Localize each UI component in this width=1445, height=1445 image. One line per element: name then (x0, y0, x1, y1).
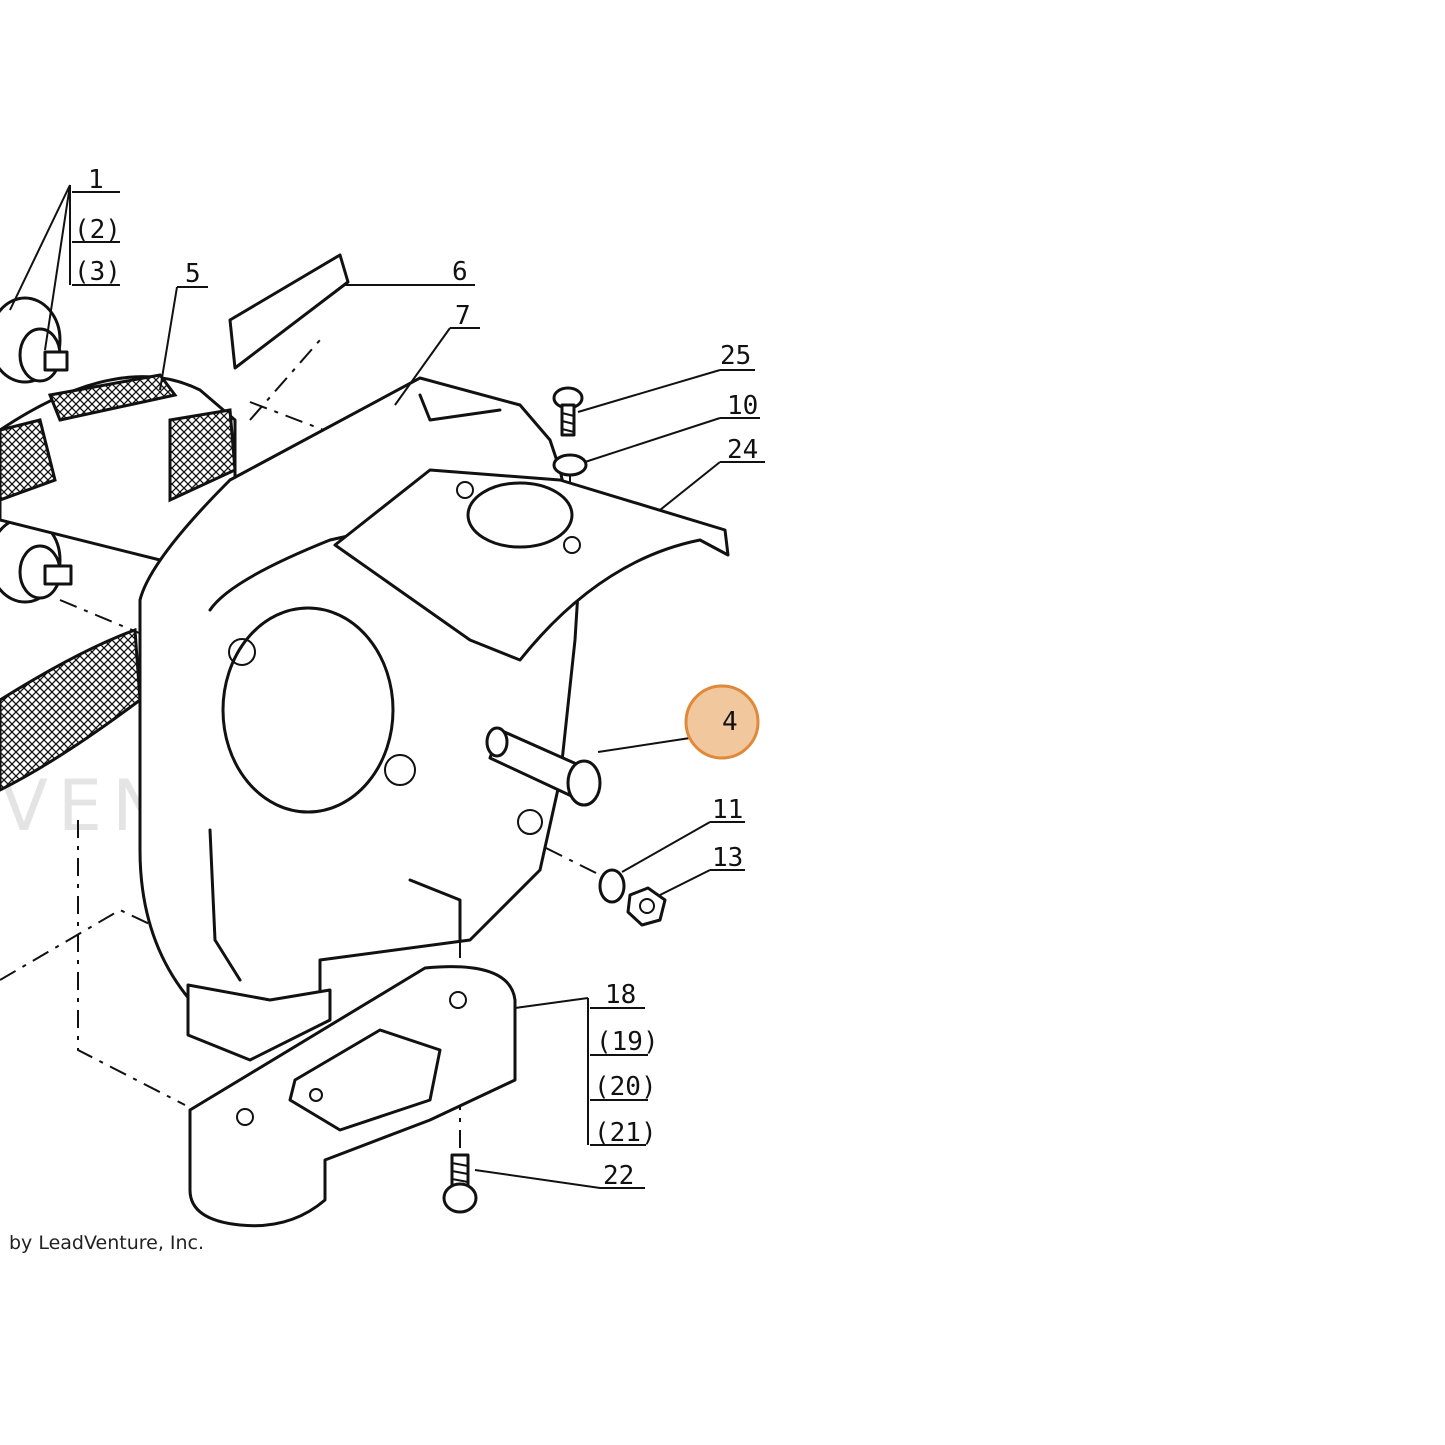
callout-25: 25 (720, 341, 751, 371)
callout-6: 6 (452, 257, 468, 287)
callout-5: 5 (185, 259, 201, 289)
callout-18: 18 (605, 980, 636, 1010)
callout-24: 24 (727, 435, 758, 465)
callout-2: (2) (74, 215, 121, 245)
screw-top (552, 386, 584, 437)
washer-11 (598, 868, 626, 904)
callout-19: (19) (596, 1027, 659, 1057)
nut-13 (626, 886, 667, 927)
rubber-mount-lower (0, 516, 73, 604)
label-plate (228, 253, 350, 370)
base-bracket (188, 965, 517, 1228)
top-cover (333, 468, 730, 662)
callout-11: 11 (712, 795, 743, 825)
callout-10: 10 (727, 391, 758, 421)
callout-20: (20) (594, 1072, 657, 1102)
callout-1: 1 (88, 165, 104, 195)
callout-22: 22 (603, 1161, 634, 1191)
callout-3: (3) (74, 257, 121, 287)
spacer-collar (485, 726, 602, 807)
washer-10 (552, 453, 588, 477)
leader-lines (9, 184, 765, 1189)
callout-4: 4 (722, 707, 738, 737)
callout-7: 7 (455, 301, 471, 331)
callout-13: 13 (712, 843, 743, 873)
credit-text: by LeadVenture, Inc. (9, 1232, 205, 1254)
callout-21: (21) (594, 1118, 657, 1148)
rubber-mount-upper (0, 296, 69, 384)
mesh-guard (0, 373, 237, 792)
bolt-22 (442, 1153, 478, 1214)
highlight-marker[interactable] (684, 684, 760, 760)
callout-labels: 1 (2) (3) 5 6 7 25 10 24 4 11 13 18 (19)… (74, 165, 758, 1191)
